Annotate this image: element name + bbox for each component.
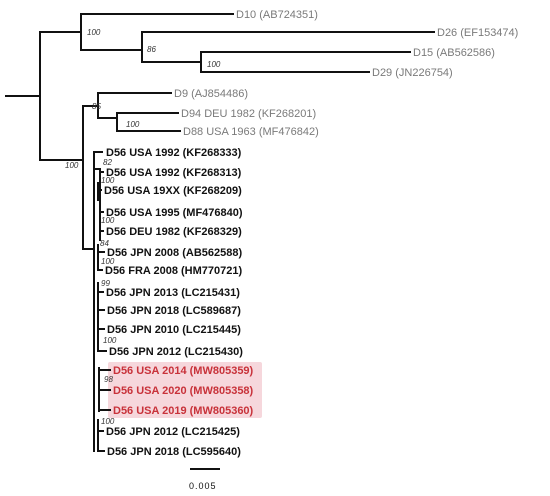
support-value: 100 (101, 216, 115, 225)
tip-label-d10: D10 (AB724351) (236, 9, 318, 21)
tip-label-mw805360: D56 USA 2019 (MW805360) (113, 405, 254, 417)
tip-label-d94: D94 DEU 1982 (KF268201) (181, 108, 316, 120)
tree-branches (5, 13, 435, 452)
highlight-band (108, 362, 262, 418)
tip-label-ab562588: D56 JPN 2008 (AB562588) (107, 247, 242, 259)
support-value: 100 (87, 28, 101, 37)
tip-label-d26: D26 (EF153474) (437, 27, 518, 39)
scale-bar-label: 0.005 (189, 481, 217, 491)
support-value: 98 (104, 375, 113, 384)
tip-labels: D10 (AB724351) D26 (EF153474) D15 (AB562… (104, 9, 518, 458)
support-value: 100 (101, 176, 115, 185)
tip-label-lc589687: D56 JPN 2018 (LC589687) (107, 305, 241, 317)
tip-label-mw805359: D56 USA 2014 (MW805359) (113, 365, 254, 377)
tip-label-mw805358: D56 USA 2020 (MW805358) (113, 385, 254, 397)
tip-label-lc215430: D56 JPN 2012 (LC215430) (109, 346, 243, 358)
support-value: 100 (101, 417, 115, 426)
support-value: 86 (147, 45, 156, 54)
tip-label-lc595640: D56 JPN 2018 (LC595640) (107, 446, 241, 458)
support-value: 100 (103, 336, 117, 345)
tip-label-lc215425: D56 JPN 2012 (LC215425) (106, 426, 240, 438)
tip-label-d9: D9 (AJ854486) (174, 88, 248, 100)
tip-label-d15: D15 (AB562586) (413, 47, 495, 59)
tip-label-kf268209: D56 USA 19XX (KF268209) (104, 185, 242, 197)
tip-label-d29: D29 (JN226754) (372, 67, 453, 79)
scale-bar: 0.005 (189, 468, 220, 491)
support-value: 99 (101, 279, 110, 288)
support-value: 100 (207, 60, 221, 69)
support-value: 100 (101, 257, 115, 266)
support-value: 85 (92, 102, 101, 111)
tip-label-lc215445: D56 JPN 2010 (LC215445) (107, 324, 241, 336)
tip-label-kf268313: D56 USA 1992 (KF268313) (106, 167, 242, 179)
tip-label-mf476840: D56 USA 1995 (MF476840) (106, 207, 243, 219)
tip-label-kf268333: D56 USA 1992 (KF268333) (106, 147, 242, 159)
tip-label-lc215431: D56 JPN 2013 (LC215431) (106, 287, 240, 299)
support-value: 100 (65, 161, 79, 170)
tip-label-kf268329: D56 DEU 1982 (KF268329) (106, 226, 242, 238)
support-values: 100 86 100 85 100 100 82 100 100 84 100 … (65, 28, 221, 426)
tip-label-hm770721: D56 FRA 2008 (HM770721) (105, 265, 242, 277)
support-value: 82 (103, 158, 112, 167)
support-value: 100 (126, 120, 140, 129)
support-value: 84 (100, 239, 109, 248)
tip-label-d88: D88 USA 1963 (MF476842) (183, 126, 319, 138)
